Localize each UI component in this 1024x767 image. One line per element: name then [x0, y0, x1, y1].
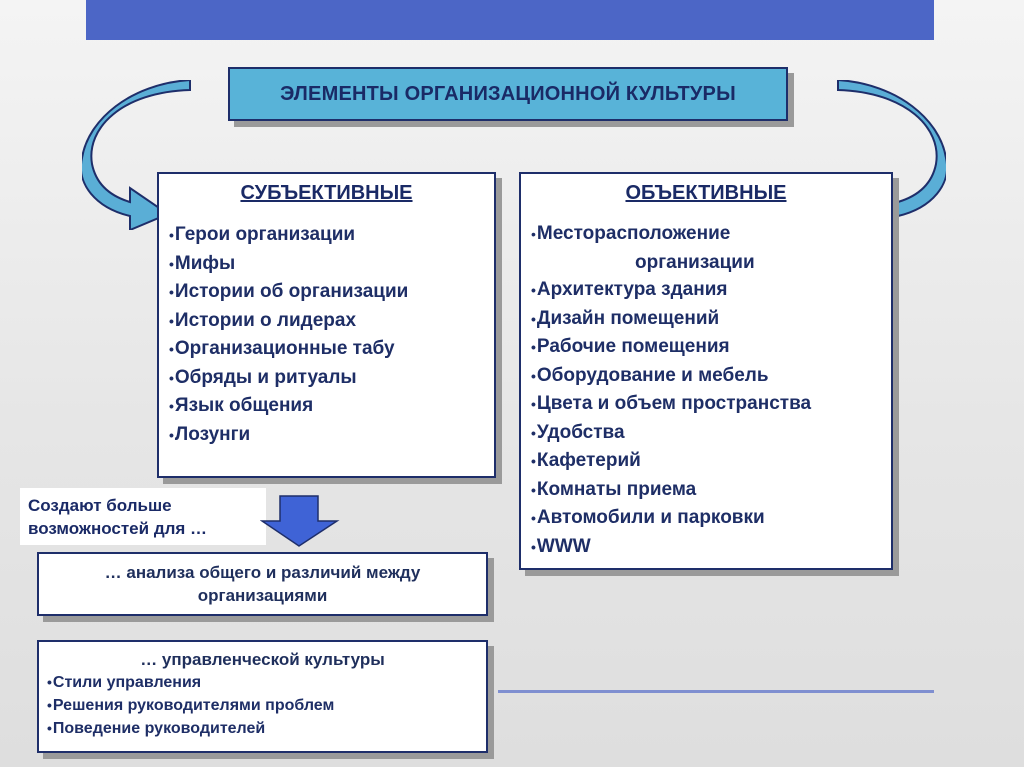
list-item: •Истории об организации	[169, 281, 409, 302]
curved-arrow-right-icon	[837, 80, 946, 230]
list-item: •Дизайн помещений	[531, 307, 720, 329]
management-list: •Стили управления •Решения руководителям…	[39, 671, 486, 740]
list-item: •Мифы	[169, 252, 236, 274]
opportunities-note: Создают больше возможностей для …	[20, 488, 266, 545]
management-title: … управленческой культуры	[140, 650, 385, 669]
curved-arrow-left-icon	[82, 80, 191, 230]
list-item: •Решения руководителями проблем	[47, 697, 335, 714]
list-item: •Автомобили и парковки	[531, 507, 765, 528]
list-item: •Стили управления	[47, 674, 202, 691]
analysis-line: … анализа общего и различий между	[104, 563, 421, 582]
objective-panel: ОБЪЕКТИВНЫЕ •Месторасположение организац…	[519, 172, 893, 570]
bottom-accent-line	[498, 690, 934, 693]
subjective-heading: СУБЪЕКТИВНЫЕ	[240, 182, 413, 204]
objective-heading: ОБЪЕКТИВНЫЕ	[625, 182, 787, 204]
down-arrow-icon	[260, 495, 340, 547]
list-item: •Оборудование и мебель	[531, 364, 769, 386]
note-line: Создают больше	[28, 496, 172, 515]
analysis-line: организациями	[197, 586, 328, 605]
list-item: •Комнаты приема	[531, 478, 697, 500]
list-item: •Рабочие помещения	[531, 336, 730, 357]
list-item: •WWW	[531, 535, 591, 557]
list-item: •Организационные табу	[169, 338, 395, 359]
list-item: •Обряды и ритуалы	[169, 366, 357, 388]
note-line: возможностей для …	[28, 519, 208, 538]
subjective-list: •Герои организации •Мифы •Истории об орг…	[159, 221, 494, 449]
management-culture-box: … управленческой культуры •Стили управле…	[37, 640, 488, 753]
list-item: •Язык общения	[169, 395, 314, 416]
list-item: •Герои организации	[169, 224, 356, 245]
list-item: •Месторасположение	[531, 223, 731, 244]
top-accent-bar	[86, 0, 934, 40]
list-item-continuation: организации	[635, 251, 755, 273]
objective-list: •Месторасположение организации •Архитект…	[521, 220, 891, 561]
list-item: •Лозунги	[169, 423, 251, 445]
list-item: •Удобства	[531, 421, 625, 443]
diagram-title: ЭЛЕМЕНТЫ ОРГАНИЗАЦИОННОЙ КУЛЬТУРЫ	[228, 67, 788, 121]
list-item: •Поведение руководителей	[47, 720, 266, 737]
list-item: •Архитектура здания	[531, 279, 728, 300]
analysis-box: … анализа общего и различий между органи…	[37, 552, 488, 616]
list-item: •Кафетерий	[531, 450, 641, 471]
list-item: •Цвета и объем пространства	[531, 393, 812, 414]
list-item: •Истории о лидерах	[169, 309, 357, 331]
subjective-panel: СУБЪЕКТИВНЫЕ •Герои организации •Мифы •И…	[157, 172, 496, 478]
